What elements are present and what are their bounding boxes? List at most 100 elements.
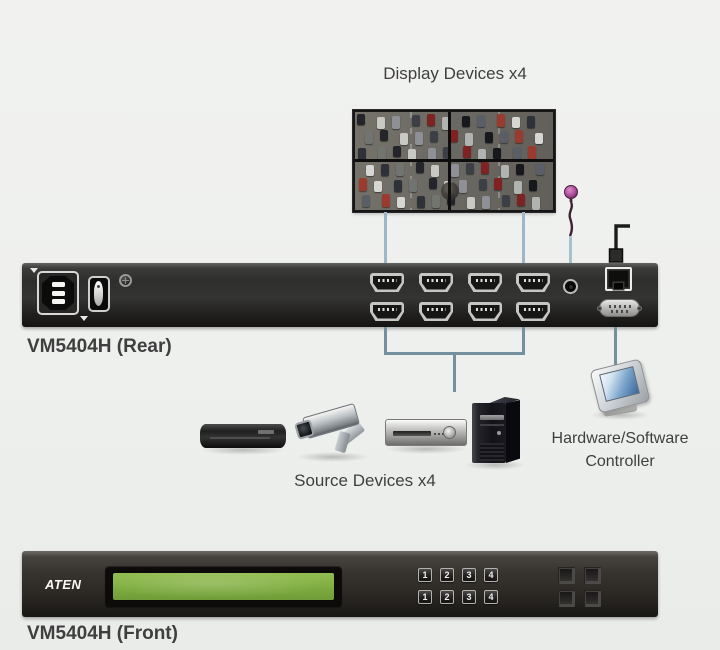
traffic-car xyxy=(450,130,458,142)
traffic-car xyxy=(358,148,366,160)
traffic-car xyxy=(359,178,367,191)
display-devices-label: Display Devices x4 xyxy=(383,64,527,83)
pc-tower-icon xyxy=(468,397,526,465)
hdmi-in-port-2 xyxy=(419,302,453,321)
traffic-car xyxy=(362,195,370,207)
hdmi-pins xyxy=(377,279,397,282)
traffic-car xyxy=(512,117,520,128)
db9-pins xyxy=(611,310,629,313)
traffic-car xyxy=(493,148,501,159)
traffic-car xyxy=(443,147,451,158)
media-player-knob xyxy=(443,426,456,439)
traffic-car xyxy=(409,179,417,192)
ethernet-cable-icon xyxy=(608,224,630,263)
rs232-port xyxy=(597,299,642,317)
pc-vents xyxy=(480,443,504,461)
traffic-car xyxy=(374,181,382,192)
traffic-car xyxy=(485,132,493,143)
hdmi-pins xyxy=(377,308,397,311)
front-panel-label: VM5404H (Front) xyxy=(27,623,178,644)
traffic-car xyxy=(466,163,474,174)
traffic-car xyxy=(365,131,373,144)
traffic-car xyxy=(481,162,489,174)
traffic-car xyxy=(515,130,523,143)
dvd-display xyxy=(258,430,274,434)
hdmi-out-port-3 xyxy=(468,273,502,292)
rear-panel xyxy=(22,263,658,327)
warning-arrow-icon xyxy=(80,316,88,321)
traffic-car xyxy=(482,196,490,209)
video-wall-bezel-horizontal xyxy=(355,159,553,162)
traffic-car xyxy=(501,165,509,178)
hdmi-pins xyxy=(523,308,543,311)
traffic-car xyxy=(400,133,408,145)
media-player-slot xyxy=(393,431,431,436)
source-bracket-stem xyxy=(452,352,456,392)
input-button-3: 3 xyxy=(462,590,476,604)
output-button-4: 4 xyxy=(484,568,498,582)
traffic-car xyxy=(514,181,522,194)
ir-port xyxy=(563,279,578,294)
hdmi-in-port-4 xyxy=(516,302,550,321)
lcd-display xyxy=(105,566,342,607)
traffic-car xyxy=(467,197,475,209)
traffic-car xyxy=(478,149,486,162)
hdmi-pins xyxy=(426,279,446,282)
output-button-2: 2 xyxy=(440,568,454,582)
hdmi-pins xyxy=(426,308,446,311)
traffic-car xyxy=(528,146,536,159)
function-button xyxy=(584,567,601,584)
traffic-car xyxy=(382,194,390,207)
traffic-car xyxy=(394,180,402,192)
pc-slot xyxy=(480,424,504,426)
hdmi-in-port-3 xyxy=(468,302,502,321)
traffic-car xyxy=(517,194,525,206)
traffic-car xyxy=(396,163,404,176)
traffic-car xyxy=(536,163,544,175)
hdmi-out-port-4 xyxy=(516,273,550,292)
grounding-screw xyxy=(119,274,132,287)
controller-label: Hardware/Software Controller xyxy=(534,427,706,473)
dvd-shadow xyxy=(200,445,286,455)
hdmi-pins xyxy=(475,279,495,282)
ir-cable xyxy=(569,236,572,288)
input-button-1: 1 xyxy=(418,590,432,604)
output-button-1: 1 xyxy=(418,568,432,582)
camera-shadow xyxy=(296,452,370,462)
traffic-car xyxy=(416,162,424,173)
hdmi-out-port-2 xyxy=(419,273,453,292)
input-button-4: 4 xyxy=(484,590,498,604)
ethernet-port xyxy=(605,267,632,291)
traffic-car xyxy=(415,132,423,145)
traffic-car xyxy=(429,178,437,189)
traffic-car xyxy=(357,114,365,125)
traffic-car xyxy=(417,196,425,208)
db9-pins xyxy=(609,305,631,308)
power-pin xyxy=(51,298,65,304)
traffic-car xyxy=(477,115,485,127)
lcd-screen xyxy=(113,573,334,600)
display-cable-2 xyxy=(521,212,525,263)
power-socket-inner xyxy=(42,276,74,310)
ir-receiver-icon xyxy=(564,185,578,237)
traffic-car xyxy=(532,197,540,210)
traffic-car xyxy=(535,133,543,144)
cctv-camera-icon xyxy=(293,400,370,462)
traffic-car xyxy=(431,165,439,177)
traffic-car xyxy=(502,195,510,206)
power-pin xyxy=(51,282,65,288)
traffic-car xyxy=(380,130,388,141)
function-button xyxy=(584,590,601,607)
traffic-car xyxy=(381,164,389,176)
traffic-car xyxy=(432,195,440,208)
input-button-2: 2 xyxy=(440,590,454,604)
aten-logo: ATEN xyxy=(45,577,82,592)
pc-side-face xyxy=(506,400,520,463)
traffic-car xyxy=(366,165,374,176)
pc-front-face xyxy=(472,403,506,463)
traffic-car xyxy=(378,147,386,160)
hdmi-in-port-1 xyxy=(370,302,404,321)
media-player-shadow xyxy=(385,444,467,454)
pc-drive-bay xyxy=(480,415,504,420)
traffic-car xyxy=(397,197,405,208)
